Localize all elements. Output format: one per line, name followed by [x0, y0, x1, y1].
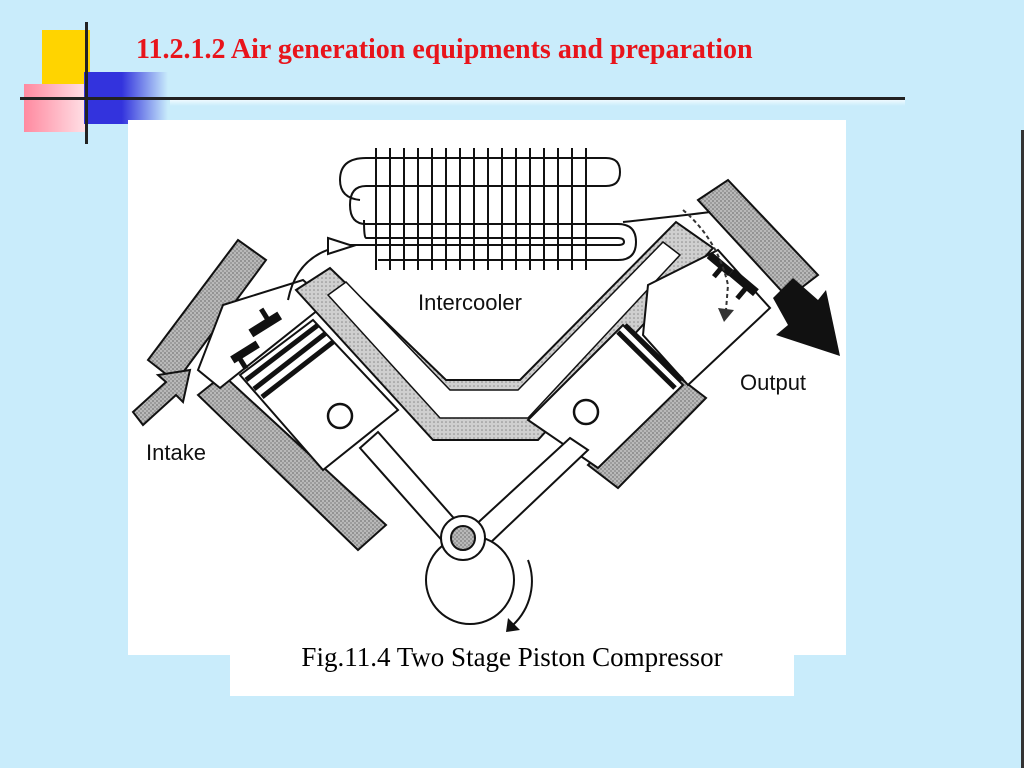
- figure-panel: Intercooler Intake Output: [128, 120, 846, 655]
- output-flow-path: [682, 209, 730, 311]
- output-label: Output: [740, 370, 806, 395]
- slide-title: 11.2.1.2 Air generation equipments and p…: [136, 34, 753, 65]
- decor-horizontal-line: [20, 97, 905, 100]
- decor-vertical-line: [85, 22, 88, 144]
- intake-label: Intake: [146, 440, 206, 465]
- right-cylinder-head: [641, 248, 772, 387]
- right-valve-upper: [706, 251, 734, 279]
- crankshaft: [425, 515, 533, 632]
- output-arrow-icon: [773, 278, 840, 356]
- right-valve-lower: [728, 268, 759, 301]
- decor-pink-square: [24, 84, 86, 132]
- left-cylinder-head: [196, 278, 330, 390]
- compressor-diagram: Intercooler Intake Output: [131, 148, 840, 632]
- decor-yellow-square: [42, 30, 90, 85]
- flow-arrow-icon: [327, 236, 357, 256]
- figure-caption: Fig.11.4 Two Stage Piston Compressor: [301, 642, 723, 672]
- caption-box: Fig.11.4 Two Stage Piston Compressor: [230, 632, 794, 696]
- intercooler-label: Intercooler: [418, 290, 522, 315]
- decor-line-shadow: [170, 100, 905, 106]
- left-valve-lower: [230, 340, 260, 370]
- left-valve-upper: [248, 307, 283, 338]
- cooling-fins: [375, 148, 587, 270]
- intercooler-housing: [294, 220, 715, 441]
- intake-arrow-icon: [131, 368, 192, 427]
- right-connecting-rod: [468, 436, 590, 547]
- slide-right-border: [1021, 130, 1024, 768]
- right-cylinder-wall-top: [696, 178, 820, 300]
- flow-arrow-down-icon: [718, 308, 734, 322]
- left-piston: [238, 318, 400, 472]
